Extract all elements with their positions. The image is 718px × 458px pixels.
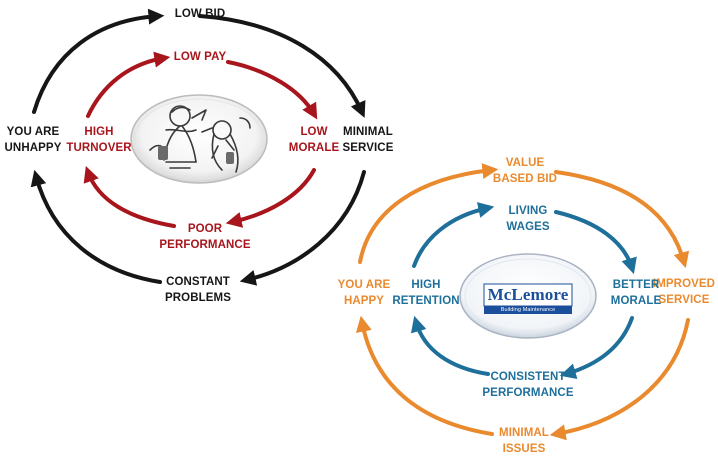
stressed-workers-illustration <box>130 94 268 184</box>
arrow-retention-to-living-wages <box>412 202 495 268</box>
arrow-consistent-performance-to-retention <box>410 315 490 376</box>
label-high-retention: HIGH RETENTION <box>392 279 460 307</box>
arrow-unhappy-to-lowbid <box>32 8 165 114</box>
arrow-better-morale-to-consistent-performance <box>559 316 634 379</box>
label-low-morale: LOW MORALE <box>288 126 340 154</box>
label-you-are-happy: YOU ARE HAPPY <box>337 279 391 307</box>
label-low-pay: LOW PAY <box>173 51 227 63</box>
arrow-lowpay-to-low-morale <box>226 60 318 120</box>
arrow-low-morale-to-poor-performance <box>225 168 316 228</box>
arrow-value-bid-to-improved-service <box>554 170 690 269</box>
label-low-bid: LOW BID <box>174 8 226 20</box>
arrow-turnover-to-lowpay <box>86 51 171 118</box>
arrow-poor-performance-to-turnover <box>83 165 176 228</box>
label-improved-service: IMPROVED SERVICE <box>652 278 716 306</box>
label-minimal-issues: MINIMAL ISSUES <box>499 427 549 455</box>
arrow-constant-problems-to-unhappy <box>30 169 162 284</box>
label-high-turnover: HIGH TURNOVER <box>66 126 132 154</box>
arrow-living-wages-to-better-morale <box>554 210 637 275</box>
label-constant-problems: CONSTANT PROBLEMS <box>165 276 231 304</box>
arrow-happy-to-value-bid <box>358 163 499 264</box>
label-value-based-bid: VALUE BASED BID <box>492 157 558 185</box>
label-better-morale: BETTER MORALE <box>610 279 662 307</box>
label-consistent-performance: CONSISTENT PERFORMANCE <box>482 371 574 399</box>
label-minimal-service: MINIMAL SERVICE <box>342 126 394 154</box>
arrow-minimal-service-to-constant-problems <box>239 170 366 286</box>
logo-tagline: Building Maintenance <box>500 307 556 313</box>
arrow-minimal-issues-to-happy <box>355 315 494 436</box>
arrow-lowbid-to-minimal-service <box>198 14 366 118</box>
company-logo-badge <box>459 253 597 339</box>
label-you-are-unhappy: YOU ARE UNHAPPY <box>4 126 62 154</box>
label-living-wages: LIVING WAGES <box>506 205 550 233</box>
label-poor-performance: POOR PERFORMANCE <box>159 223 251 251</box>
arrow-improved-service-to-minimal-issues <box>549 318 690 441</box>
logo-name: McLemore <box>487 285 569 304</box>
